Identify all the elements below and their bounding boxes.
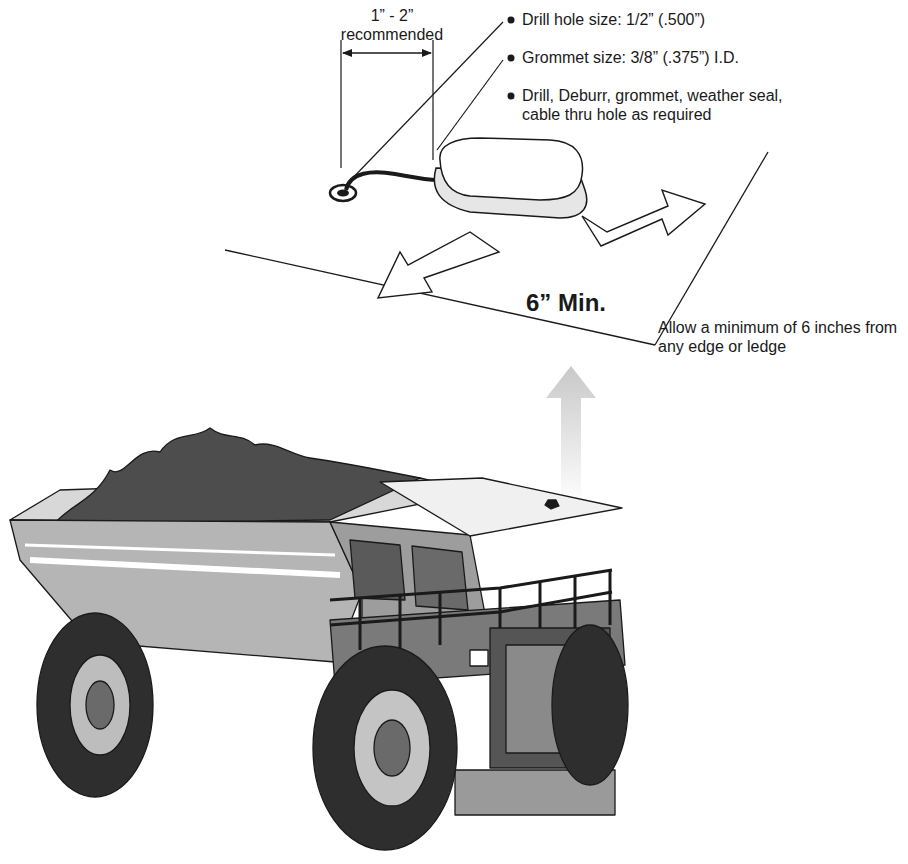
haul-truck bbox=[10, 428, 628, 850]
clearance-arrows bbox=[378, 190, 705, 298]
up-arrow bbox=[546, 366, 596, 505]
spec-note: Grommet size: 3/8” (.375”) I.D. bbox=[522, 48, 822, 67]
grommet-and-cable bbox=[330, 172, 438, 201]
bullet-dots bbox=[508, 17, 515, 100]
antenna bbox=[434, 138, 586, 218]
spec-note: Drill, Deburr, grommet, weather seal, ca… bbox=[522, 86, 807, 124]
clearance-label: 6” Min. bbox=[526, 288, 656, 317]
dimension-lines bbox=[341, 40, 433, 168]
dimension-label: 1” - 2” recommended bbox=[332, 6, 452, 44]
clearance-note: Allow a minimum of 6 inches from any edg… bbox=[658, 318, 898, 356]
spec-note: Drill hole size: 1/2” (.500”) bbox=[522, 10, 822, 29]
